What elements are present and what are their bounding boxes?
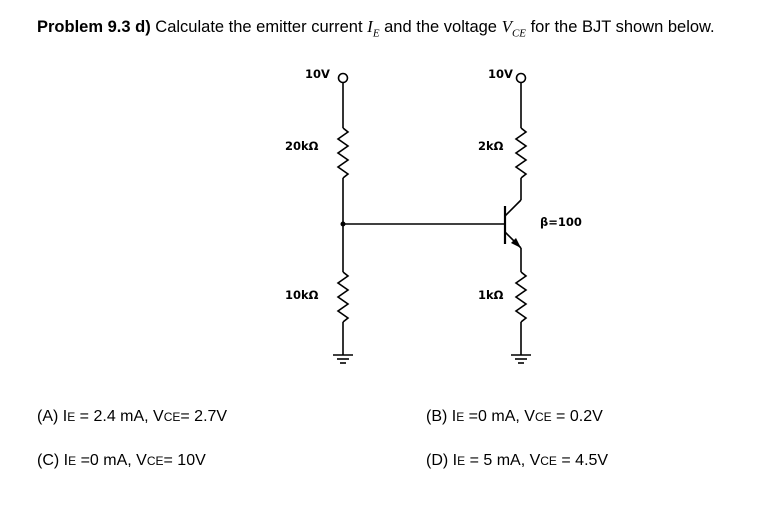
- problem-text: and the voltage: [379, 18, 502, 36]
- option-c[interactable]: (C) IE =0 mA, VCE= 10V: [37, 452, 206, 469]
- option-a[interactable]: (A) IE = 2.4 mA, VCE= 2.7V: [37, 408, 228, 425]
- problem-statement: Problem 9.3 d) Calculate the emitter cur…: [37, 17, 715, 39]
- resistor-1k: [514, 271, 528, 323]
- supply-terminal-right: [515, 72, 527, 84]
- option-d[interactable]: (D) IE = 5 mA, VCE = 4.5V: [426, 452, 609, 469]
- resistor-label-1k: 1kΩ: [478, 288, 504, 302]
- ie-variable: IE: [367, 17, 380, 40]
- problem-text: for the BJT shown below.: [526, 18, 715, 36]
- resistor-2k: [514, 127, 528, 179]
- resistor-label-20k: 20kΩ: [285, 139, 319, 153]
- problem-text: Calculate the emitter current: [150, 18, 368, 36]
- resistor-label-2k: 2kΩ: [478, 139, 504, 153]
- ground-symbol-left: [333, 354, 353, 364]
- resistor-10k: [336, 271, 350, 323]
- problem-number: Problem 9.3 d): [37, 18, 151, 36]
- npn-transistor: [503, 199, 522, 249]
- option-b[interactable]: (B) IE =0 mA, VCE = 0.2V: [426, 408, 603, 425]
- vce-variable: VCE: [501, 17, 527, 40]
- supply-terminal-left: [337, 72, 349, 84]
- resistor-label-10k: 10kΩ: [285, 288, 319, 302]
- beta-label: β=100: [540, 215, 582, 229]
- resistor-20k: [336, 127, 350, 179]
- supply-label-right: 10V: [488, 67, 513, 81]
- ground-symbol-right: [511, 354, 531, 364]
- supply-label-left: 10V: [305, 67, 330, 81]
